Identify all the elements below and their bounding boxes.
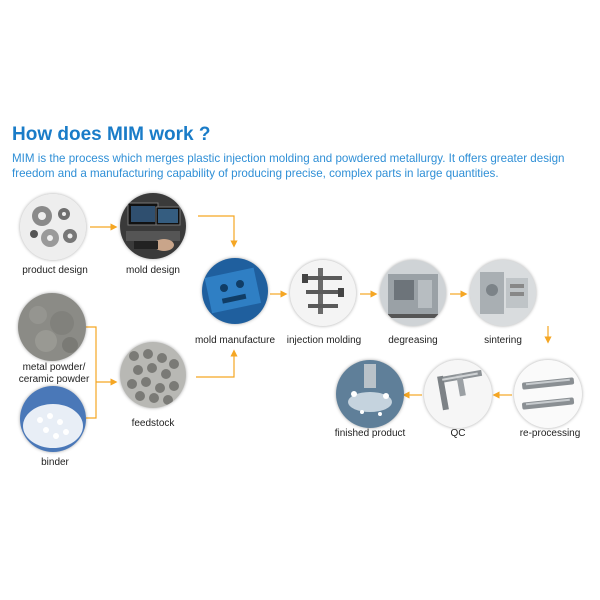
label-degreasing: degreasing bbox=[388, 335, 438, 346]
label-mold-manufacture: mold manufacture bbox=[194, 335, 276, 346]
mold-manufacture-image bbox=[202, 258, 268, 324]
page-title: How does MIM work ? bbox=[12, 124, 211, 145]
mold-design-image bbox=[120, 193, 186, 259]
label-metal-powder-line1: metal powder/ bbox=[22, 362, 86, 373]
qc-image bbox=[424, 360, 492, 428]
computer-workstation-icon bbox=[120, 193, 186, 259]
label-feedstock: feedstock bbox=[131, 418, 175, 429]
re-processing-image bbox=[514, 360, 582, 428]
degreasing-image bbox=[380, 260, 446, 326]
metal-powder-image bbox=[18, 293, 86, 361]
gray-pellets-icon bbox=[120, 342, 186, 408]
feedstock-image bbox=[120, 342, 186, 408]
label-qc: QC bbox=[450, 428, 466, 439]
finished-product-image bbox=[336, 360, 404, 428]
white-granules-icon bbox=[20, 386, 86, 452]
label-injection-molding: injection molding bbox=[286, 335, 362, 346]
blue-mold-icon bbox=[202, 258, 268, 324]
furnace-machine-icon bbox=[380, 260, 446, 326]
label-mold-design: mold design bbox=[126, 265, 180, 276]
label-re-processing: re-processing bbox=[519, 428, 581, 439]
bracket-powder-binder bbox=[86, 326, 97, 419]
label-metal-powder-line2: ceramic powder bbox=[18, 374, 90, 385]
injection-molding-image bbox=[290, 260, 356, 326]
machining-splash-icon bbox=[336, 360, 404, 428]
metal-bars-icon bbox=[514, 360, 582, 428]
label-sintering: sintering bbox=[484, 335, 522, 346]
label-product-design: product design bbox=[22, 265, 88, 276]
arrow-feedstock-to-manufacture bbox=[196, 349, 238, 378]
gears-icon bbox=[20, 194, 86, 260]
page-description: MIM is the process which merges plastic … bbox=[12, 152, 565, 180]
sintering-machine-icon bbox=[470, 260, 536, 326]
label-binder: binder bbox=[41, 457, 69, 468]
caliper-icon bbox=[424, 360, 492, 428]
label-finished-product: finished product bbox=[334, 428, 406, 439]
sintering-image bbox=[470, 260, 536, 326]
molded-parts-icon bbox=[290, 260, 356, 326]
binder-image bbox=[20, 386, 86, 452]
product-design-image bbox=[20, 194, 86, 260]
powder-pile-icon bbox=[18, 293, 86, 361]
label-metal-powder: metal powder/ ceramic powder bbox=[6, 362, 102, 386]
arrow-mold-design-to-manufacture bbox=[198, 215, 238, 248]
